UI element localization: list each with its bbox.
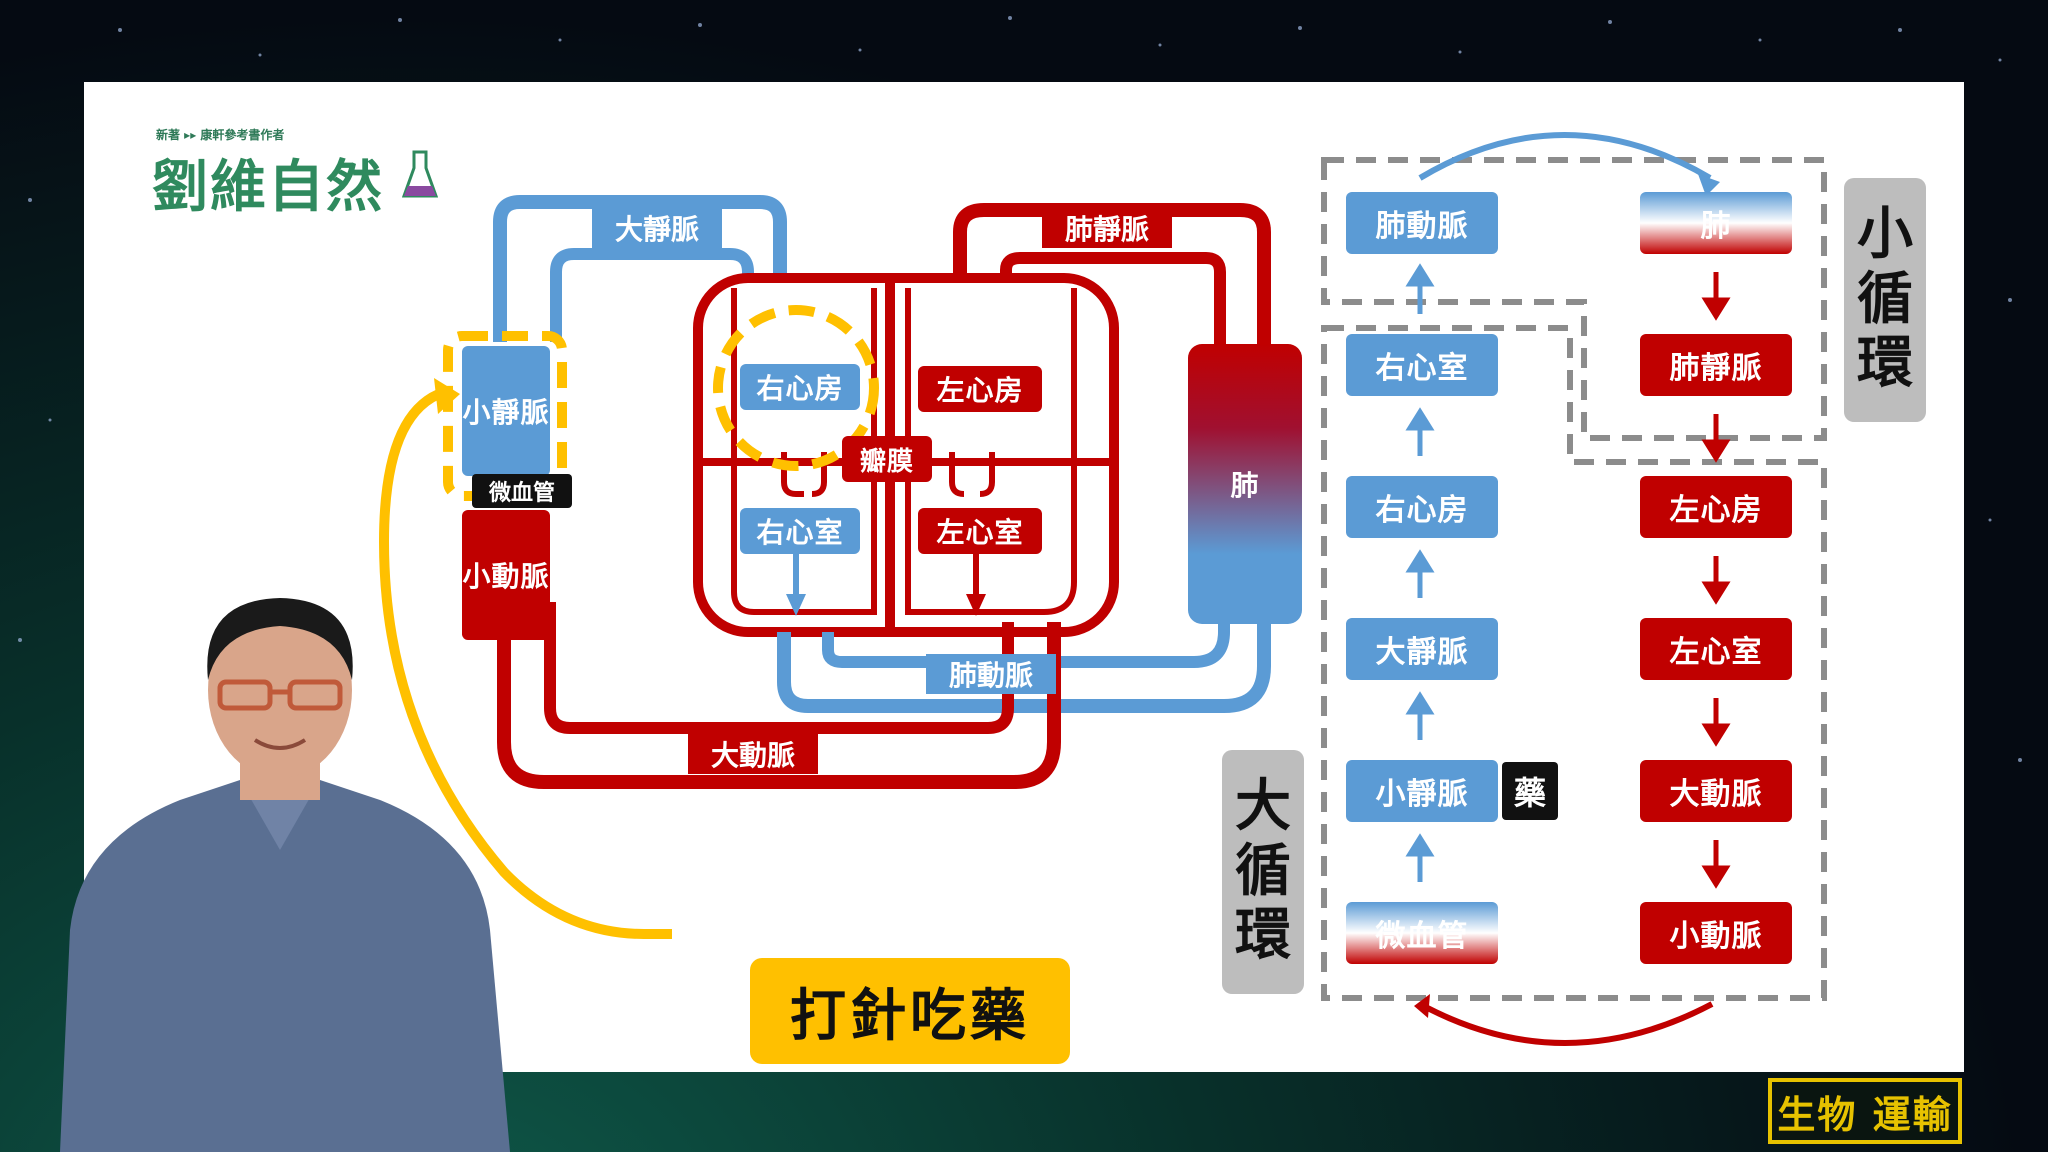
small-vein-block: 小靜脈 — [462, 346, 550, 476]
left-atrium: 左心房 — [918, 366, 1042, 412]
systemic-circulation-label: 大 循 環 — [1222, 750, 1304, 994]
flow-aorta: 大動脈 — [1640, 760, 1792, 822]
capillary-label: 微血管 — [472, 474, 572, 508]
injection-medicine-callout: 打針吃藥 — [750, 958, 1070, 1064]
flow-left-ventricle: 左心室 — [1640, 618, 1792, 680]
right-ventricle: 右心室 — [740, 508, 860, 554]
lung-block: 肺 — [1188, 344, 1302, 624]
systemic-circulation-char: 循 — [1235, 838, 1291, 904]
pulmonary-circulation-char: 環 — [1857, 331, 1913, 397]
pulmonary-artery-label: 肺動脈 — [926, 654, 1056, 694]
flow-right-atrium: 右心房 — [1346, 476, 1498, 538]
pulmonary-circulation-char: 小 — [1857, 202, 1913, 268]
flow-small-vein: 小靜脈 — [1346, 760, 1498, 822]
flow-capillary: 微血管 — [1346, 902, 1498, 964]
systemic-circulation-char: 環 — [1235, 903, 1291, 969]
flow-great-vein: 大靜脈 — [1346, 618, 1498, 680]
brand-logo: 劉維自然 — [152, 155, 384, 220]
aorta-label: 大動脈 — [688, 734, 818, 774]
brand-subtitle: 新著 ▸▸ 康軒參考書作者 — [156, 128, 285, 142]
presenter-photo — [60, 598, 510, 1152]
flow-left-atrium: 左心房 — [1640, 476, 1792, 538]
small-artery-block: 小動脈 — [462, 510, 550, 640]
systemic-circulation-char: 大 — [1235, 774, 1291, 840]
drug-badge: 藥 — [1502, 762, 1558, 820]
pulmonary-vein-label: 肺靜脈 — [1042, 208, 1172, 248]
left-ventricle: 左心室 — [918, 508, 1042, 554]
flow-pulmonary-artery: 肺動脈 — [1346, 192, 1498, 254]
slide: 新著 ▸▸ 康軒參考書作者 劉維自然 — [84, 82, 1964, 1072]
flask-icon — [402, 150, 438, 198]
flow-right-ventricle: 右心室 — [1346, 334, 1498, 396]
right-atrium: 右心房 — [740, 364, 860, 410]
pulmonary-circulation-label: 小 循 環 — [1844, 178, 1926, 422]
flow-lung: 肺 — [1640, 192, 1792, 254]
pulmonary-circulation-char: 循 — [1857, 266, 1913, 332]
great-vein-label: 大靜脈 — [592, 208, 722, 248]
valve-label: 瓣膜 — [842, 436, 932, 482]
flow-pulmonary-vein: 肺靜脈 — [1640, 334, 1792, 396]
topic-tag: 生物 運輸 — [1768, 1078, 1962, 1144]
flow-small-artery: 小動脈 — [1640, 902, 1792, 964]
